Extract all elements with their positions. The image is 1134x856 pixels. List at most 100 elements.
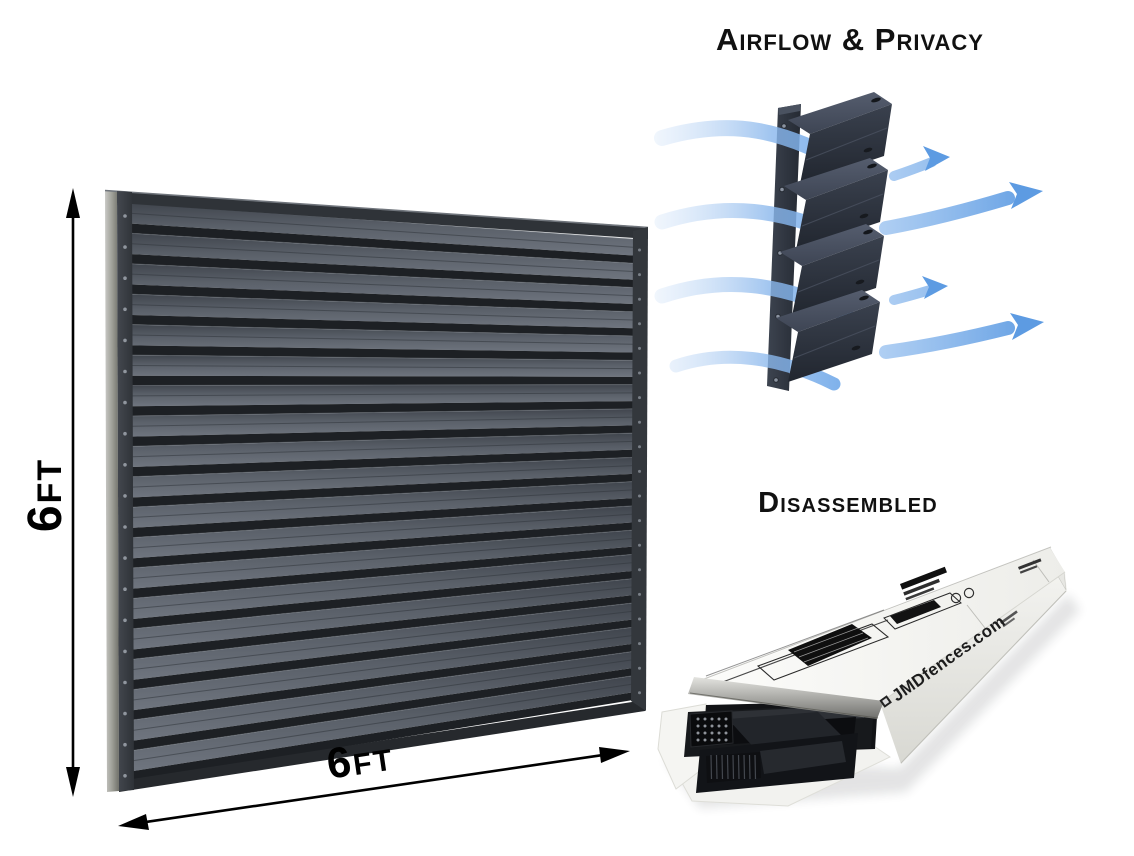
fence-louver-highlight [131, 456, 634, 478]
fence-louver-face [132, 355, 633, 377]
rivet-icon [638, 469, 641, 473]
fence-louver-face [132, 457, 633, 498]
box-print-text-bar [903, 578, 940, 596]
perforated-bracket-body [689, 710, 734, 748]
perforation-dot [710, 738, 714, 742]
fence-panel-illustration [104, 189, 649, 792]
rivet-icon [123, 338, 127, 343]
airflow-louver-ridge [805, 127, 888, 161]
rivet-icon [123, 463, 127, 467]
fence-louver-gap [132, 667, 633, 751]
air-arrow-icon [879, 191, 1015, 235]
rib-line [737, 754, 740, 780]
box-crease [1032, 559, 1050, 583]
fence-louver-gap [132, 254, 633, 288]
rivet-icon [781, 123, 787, 129]
height-arrow-down-icon [66, 767, 80, 797]
air-swoosh-icon [669, 350, 841, 391]
airflow-rail [767, 104, 801, 391]
fence-louver-gap [132, 425, 633, 447]
fence-louver-face [132, 294, 633, 329]
rivet-icon [123, 742, 127, 747]
airflow-louver-top [780, 224, 884, 266]
fence-louver-seam [131, 273, 634, 297]
fence-louver-highlight [131, 602, 634, 660]
rivet-icon [123, 680, 127, 685]
fence-louver-highlight [131, 384, 634, 387]
fence-louver-seam [131, 243, 634, 273]
fence-louver-highlight [131, 650, 634, 721]
disassembled-box-illustration: JMDfences.com [657, 546, 1080, 808]
rivet-icon [638, 297, 641, 301]
rivet-icon [638, 691, 641, 695]
fence-louver-gap [132, 401, 633, 416]
airflow-arrowheads [922, 146, 1044, 340]
perforation-dot [703, 731, 707, 735]
air-arrow-icon [879, 321, 1015, 359]
fence-louver-face [132, 203, 633, 256]
rivet-icon [123, 587, 127, 591]
rivet-icon [638, 420, 641, 424]
perforation-dot [710, 724, 714, 728]
box-crease [966, 604, 986, 629]
fence-louver-seam [131, 212, 634, 248]
louver-hole-icon [855, 279, 865, 285]
perforation-dot [703, 717, 707, 721]
perforation-dot [724, 724, 728, 728]
fence-louver-seam [131, 537, 634, 579]
perforation-dot [724, 731, 728, 735]
fence-louver-face [132, 675, 633, 772]
fence-louver-highlight [131, 263, 634, 289]
box-edge [879, 571, 1066, 704]
width-label: 6FT [324, 732, 397, 789]
box-print-fence-diagram-small [890, 600, 941, 624]
box-side-face [880, 572, 1067, 764]
box-brand-logo [879, 695, 892, 708]
rib-line [732, 754, 735, 780]
box-edge [900, 590, 1067, 764]
fence-louver-seam [131, 364, 634, 370]
box-contents-louver-stack [684, 703, 874, 793]
rib-line [710, 754, 713, 780]
louver-hole-icon [859, 213, 869, 219]
fence-louver-gap [132, 223, 633, 264]
width-dimension-line [129, 751, 619, 826]
fence-louver-face [132, 408, 633, 437]
brand-logo-icon-inner [882, 698, 890, 705]
rivet-icon [123, 214, 127, 218]
perforation-dot [710, 717, 714, 721]
fence-louver-gap [132, 473, 633, 508]
rivet-icon [638, 494, 641, 498]
louver-hole-icon [863, 147, 873, 153]
rivet-icon [638, 592, 641, 596]
fence-right-rail [631, 227, 648, 711]
height-arrow-up-icon [66, 188, 80, 218]
fence-louver-seam [131, 634, 634, 701]
ribbed-end-block [706, 752, 761, 783]
rivet-icon [638, 371, 641, 375]
louver-hole-icon [871, 97, 881, 103]
fence-louver-gap [132, 570, 633, 629]
perforation-dot [703, 738, 707, 742]
fence-louver-highlight [131, 432, 634, 447]
rib-line [726, 754, 729, 780]
box-print-frame [883, 592, 962, 630]
stack-slat [760, 741, 846, 774]
height-dimension: 6FT [19, 188, 80, 797]
height-label: 6FT [19, 458, 72, 532]
perforation-dot [717, 724, 721, 728]
box-print-text-bar [900, 566, 947, 590]
box-side-small-text [1000, 610, 1018, 628]
box-print-text-bar [1019, 565, 1038, 574]
air-arrowhead-icon [1009, 182, 1043, 209]
fence-louver-gap [132, 619, 633, 690]
airflow-louver-ridge [793, 325, 876, 359]
rib-line [754, 754, 757, 780]
fence-louver-face [132, 578, 633, 650]
airflow-louver-ridge [797, 259, 880, 293]
rivet-icon [123, 649, 127, 654]
fence-louver-gap [132, 314, 633, 337]
fence-louver-face [132, 263, 633, 305]
perforation-dot [710, 731, 714, 735]
fence-top-rail [117, 191, 648, 239]
